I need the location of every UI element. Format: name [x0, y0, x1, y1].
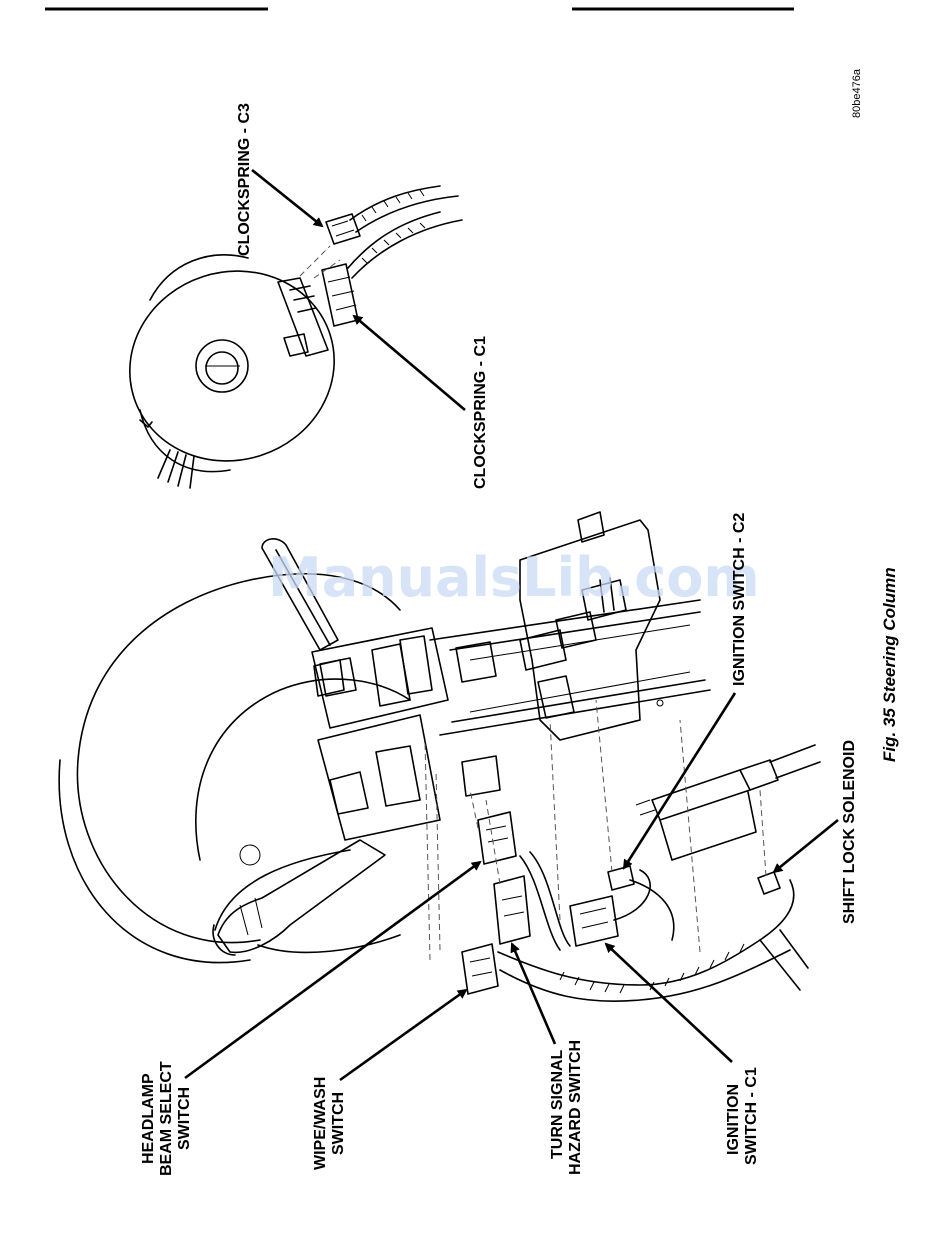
- arrow-clockspring-c1: [354, 316, 465, 410]
- shift-lock-solenoid-connector: [758, 872, 780, 894]
- wipe-wash-switch-connector: [462, 944, 498, 994]
- turn-signal-switch-connector: [494, 876, 530, 944]
- label-ignition-c1-line2: SWITCH - C1: [743, 1067, 760, 1165]
- arrow-wipe-wash-switch: [340, 990, 466, 1080]
- figure-id: 80be476a: [851, 68, 863, 118]
- label-shift-lock-solenoid: SHIFT LOCK SOLENOID: [841, 740, 858, 924]
- arrow-shift-lock-solenoid: [774, 820, 838, 872]
- label-ignition-c1-line1: IGNITION: [725, 1084, 742, 1155]
- label-wipe-line2: SWITCH: [330, 1092, 347, 1155]
- manualslib-watermark: ManualsLib.com: [268, 546, 760, 609]
- label-clockspring-c3: CLOCKSPRING - C3: [236, 103, 253, 256]
- ignition-switch-c1-connector: [570, 896, 618, 946]
- label-headlamp-line3: SWITCH: [176, 1087, 193, 1150]
- clockspring-assembly: [105, 186, 462, 488]
- figure-caption: Fig. 35 Steering Column: [880, 567, 899, 762]
- label-headlamp-line1: HEADLAMP: [140, 1073, 157, 1164]
- arrow-clockspring-c3: [252, 170, 322, 226]
- label-turn-line2: HAZARD SWITCH: [567, 1040, 584, 1175]
- clockspring-c3-connector: [326, 214, 360, 244]
- label-headlamp-line2: BEAM SELECT: [158, 1061, 175, 1176]
- label-ignition-switch-c2: IGNITION SWITCH - C2: [731, 513, 748, 686]
- label-turn-line1: TURN SIGNAL: [549, 1049, 566, 1159]
- label-wipe-line1: WIPE/WASH: [312, 1077, 329, 1170]
- arrow-turn-signal-switch: [512, 944, 555, 1044]
- headlamp-switch-connector: [478, 812, 516, 864]
- clockspring-c1-connector: [322, 264, 358, 326]
- label-clockspring-c1: CLOCKSPRING - C1: [472, 336, 489, 489]
